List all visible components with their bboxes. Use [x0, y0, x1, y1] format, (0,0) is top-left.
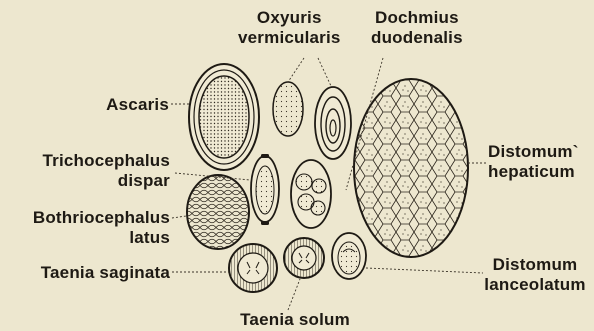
- label-taenia-solum: Taenia solum: [225, 310, 365, 330]
- label-distomum-lanceolatum: Distomum lanceolatum: [482, 255, 588, 295]
- distomum-hepaticum-egg: [354, 79, 468, 257]
- taenia-saginata-egg: [229, 244, 277, 292]
- ascaris-egg: [189, 64, 259, 170]
- distomum-lanceolatum-egg: [332, 233, 366, 279]
- label-taenia-saginata: Taenia saginata: [8, 263, 170, 283]
- label-trichocephalus-dispar: Trichocephalus dispar: [20, 151, 170, 191]
- oxyuris-egg: [273, 82, 303, 136]
- label-distomum-hepaticum: Distomum` hepaticum: [488, 142, 579, 182]
- taenia-solum-egg: [284, 238, 324, 278]
- label-bothriocephalus-latus: Bothriocephalus latus: [4, 208, 170, 248]
- segmenting-egg: [291, 160, 331, 228]
- label-dochmius-duodenalis: Dochmius duodenalis: [371, 8, 463, 48]
- trichocephalus-egg: [251, 154, 279, 225]
- label-ascaris: Ascaris: [83, 95, 169, 115]
- bothriocephalus-egg: [187, 175, 249, 249]
- label-oxyuris-vermicularis: Oxyuris vermicularis: [238, 8, 341, 48]
- dochmius-egg: [315, 87, 351, 159]
